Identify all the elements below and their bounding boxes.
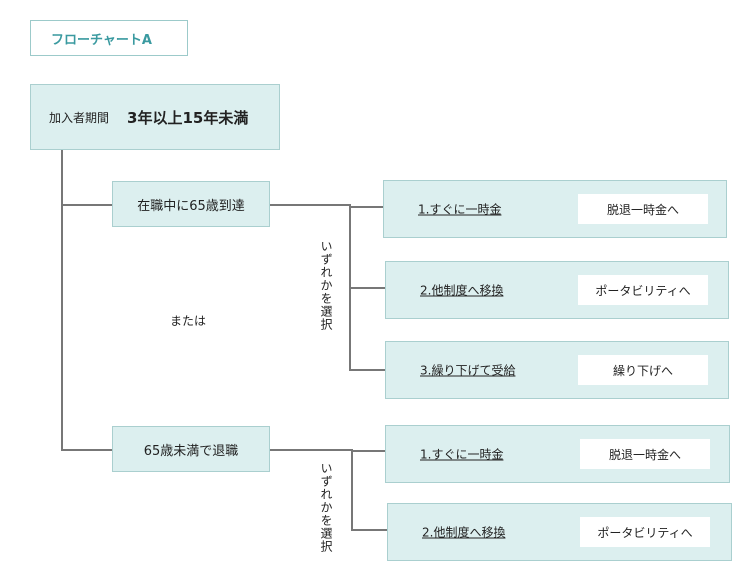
- condition-box-upper: 在職中に65歳到達: [112, 181, 270, 227]
- lower-option-2: 2.他制度へ移換 ポータビリティへ: [387, 503, 732, 561]
- membership-period-value: 3年以上15年未満: [127, 108, 249, 127]
- upper-option-2-connector: [349, 287, 385, 289]
- upper-option-3-connector: [349, 369, 385, 371]
- lower-option-1-connector: [351, 450, 386, 452]
- lower-group-connector: [270, 449, 352, 451]
- main-trunk-line: [61, 150, 63, 451]
- upper-option-1-label[interactable]: 1.すぐに一時金: [418, 202, 502, 217]
- upper-group-connector: [270, 204, 350, 206]
- upper-option-3: 3.繰り下げて受給 繰り下げへ: [385, 341, 729, 399]
- branch-line-upper: [61, 204, 112, 206]
- lower-option-1-dest: 脱退一時金へ: [580, 439, 710, 469]
- lower-option-2-connector: [351, 529, 387, 531]
- branch-line-lower: [61, 449, 112, 451]
- upper-option-1-connector: [349, 206, 384, 208]
- condition-label-lower: 65歳未満で退職: [143, 443, 239, 459]
- upper-option-2: 2.他制度へ移換 ポータビリティへ: [385, 261, 729, 319]
- lower-group-spine: [351, 449, 353, 531]
- or-label: または: [170, 314, 207, 328]
- upper-option-1: 1.すぐに一時金 脱退一時金へ: [383, 180, 727, 238]
- upper-option-3-dest: 繰り下げへ: [578, 355, 708, 385]
- upper-option-2-dest: ポータビリティへ: [578, 275, 708, 305]
- lower-option-1-label[interactable]: 1.すぐに一時金: [420, 447, 504, 462]
- condition-label-upper: 在職中に65歳到達: [137, 198, 245, 214]
- membership-period-box: 加入者期間 3年以上15年未満: [30, 84, 280, 150]
- lower-option-2-dest: ポータビリティへ: [580, 517, 710, 547]
- lower-option-2-label[interactable]: 2.他制度へ移換: [422, 525, 506, 540]
- membership-period-label: 加入者期間: [49, 110, 110, 125]
- upper-option-1-dest: 脱退一時金へ: [578, 194, 708, 224]
- choose-label-lower: いずれかを選択: [319, 462, 333, 553]
- upper-option-3-label[interactable]: 3.繰り下げて受給: [420, 363, 516, 378]
- flowchart-title: フローチャートA: [30, 20, 188, 56]
- condition-box-lower: 65歳未満で退職: [112, 426, 270, 472]
- choose-label-upper: いずれかを選択: [319, 240, 333, 331]
- upper-option-2-label[interactable]: 2.他制度へ移換: [420, 283, 504, 298]
- lower-option-1: 1.すぐに一時金 脱退一時金へ: [385, 425, 730, 483]
